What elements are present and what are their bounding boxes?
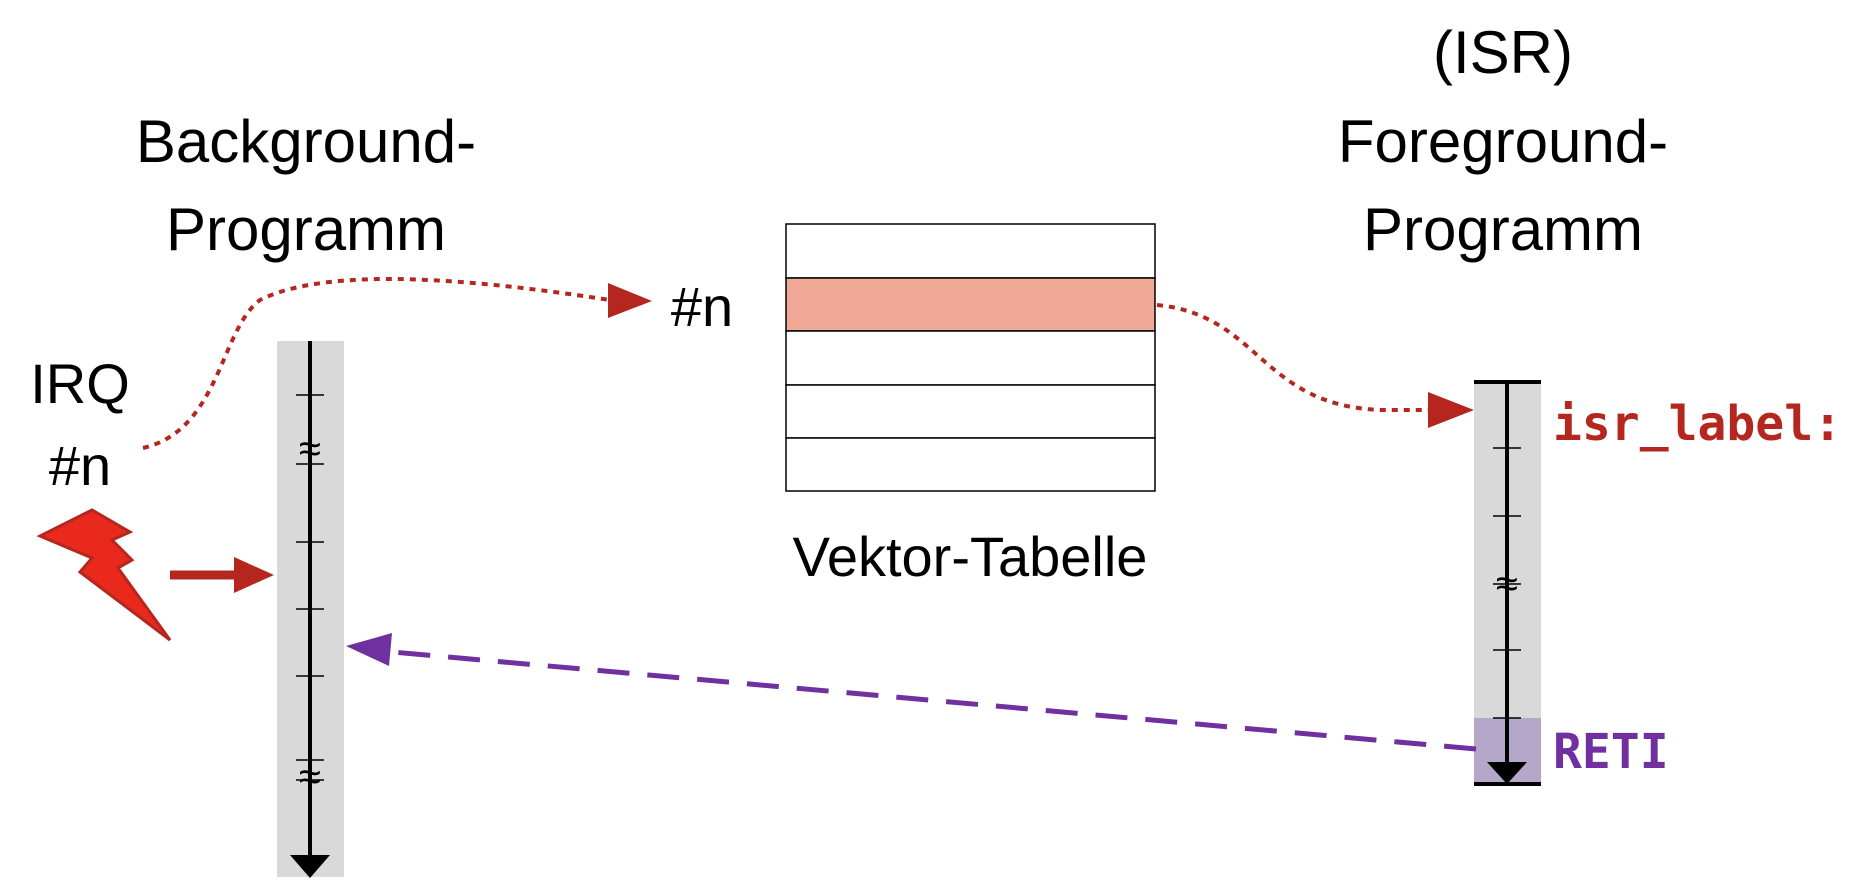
background-title-line2: Programm xyxy=(166,196,446,263)
return-arrow xyxy=(391,649,1477,752)
irq-to-vector-arrowhead xyxy=(608,283,652,318)
foreground-title-line0: (ISR) xyxy=(1433,19,1573,86)
break-mark-icon: ≈ xyxy=(1496,562,1518,606)
isr-entry-label: isr_label: xyxy=(1553,396,1842,452)
irq-to-vector-arrow xyxy=(142,277,611,450)
vector-table-label: Vektor-Tabelle xyxy=(793,525,1148,588)
isr-timeline: ≈ xyxy=(1474,380,1541,786)
vector-table-row xyxy=(785,437,1156,492)
foreground-title-line2: Programm xyxy=(1363,196,1643,263)
return-arrowhead xyxy=(346,633,392,666)
vector-table-row xyxy=(785,330,1156,386)
lightning-icon xyxy=(36,508,172,642)
background-title-line1: Background- xyxy=(136,108,476,175)
vector-to-isr-arrowhead xyxy=(1428,392,1474,428)
vector-table-row xyxy=(785,223,1156,279)
vector-to-isr-arrow xyxy=(1156,303,1430,412)
vector-table-row xyxy=(785,384,1156,439)
irq-arrow xyxy=(170,557,274,593)
foreground-title-line1: Foreground- xyxy=(1338,108,1668,175)
irq-label-line1: IRQ xyxy=(30,352,130,415)
vector-table-row-highlighted xyxy=(785,277,1156,332)
background-timeline: ≈ ≈ xyxy=(277,341,344,878)
break-mark-icon: ≈ xyxy=(299,427,321,471)
vector-entry-label: #n xyxy=(671,275,733,338)
break-mark-icon: ≈ xyxy=(299,755,321,799)
irq-label-line2: #n xyxy=(49,434,111,497)
reti-label: RETI xyxy=(1553,724,1669,780)
vector-table xyxy=(785,223,1156,492)
